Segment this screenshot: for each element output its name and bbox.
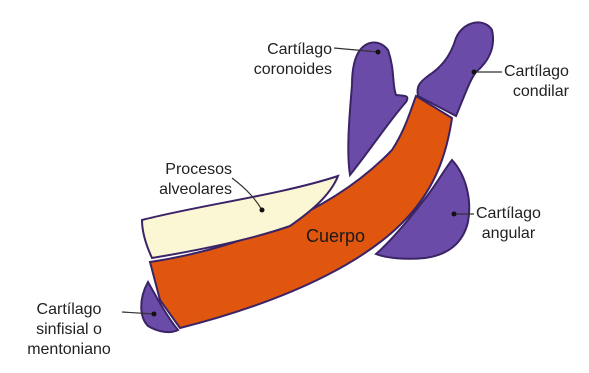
coronoid-label-line-2: coronoides: [232, 60, 332, 80]
coronoid-dot: [376, 50, 381, 55]
alveolar-label-line-1: Procesos: [138, 160, 232, 180]
angular-label-line-2: angular: [476, 224, 541, 244]
angular-label: Cartílago angular: [476, 204, 541, 244]
body-label: Cuerpo: [306, 226, 365, 247]
alveolar-dot: [260, 208, 265, 213]
coronoid-label: Cartílago coronoides: [232, 40, 332, 80]
symphyseal-label: Cartílago sinfisial o mentoniano: [14, 300, 124, 360]
symphyseal-label-line-1: Cartílago: [14, 300, 124, 320]
symphyseal-label-line-3: mentoniano: [14, 340, 124, 360]
condylar-label: Cartílago condilar: [504, 62, 569, 102]
condylar-dot: [472, 70, 477, 75]
symphyseal-label-line-2: sinfisial o: [14, 320, 124, 340]
symphyseal-dot: [152, 312, 157, 317]
condylar-label-line-2: condilar: [504, 82, 569, 102]
coronoid-label-line-1: Cartílago: [232, 40, 332, 60]
alveolar-label-line-2: alveolares: [138, 180, 232, 200]
angular-dot: [452, 212, 457, 217]
alveolar-label: Procesos alveolares: [138, 160, 232, 200]
angular-label-line-1: Cartílago: [476, 204, 541, 224]
condylar-cartilage-shape: [417, 22, 493, 116]
condylar-label-line-1: Cartílago: [504, 62, 569, 82]
